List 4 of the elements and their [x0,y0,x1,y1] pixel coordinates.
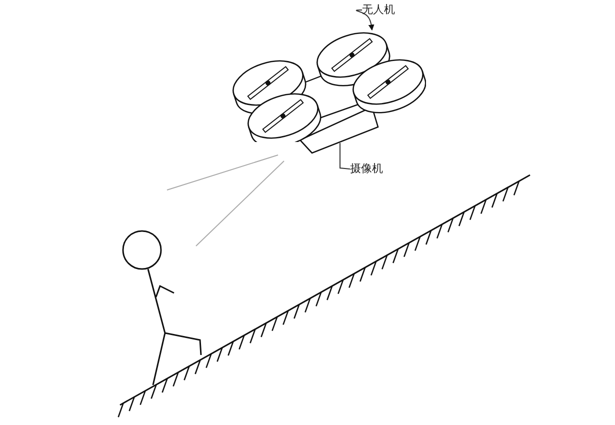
callout-label: 无人机 [362,3,396,17]
leader-line [356,10,374,31]
callout-label: 摄像机 [350,162,384,176]
leader-line [340,142,350,170]
